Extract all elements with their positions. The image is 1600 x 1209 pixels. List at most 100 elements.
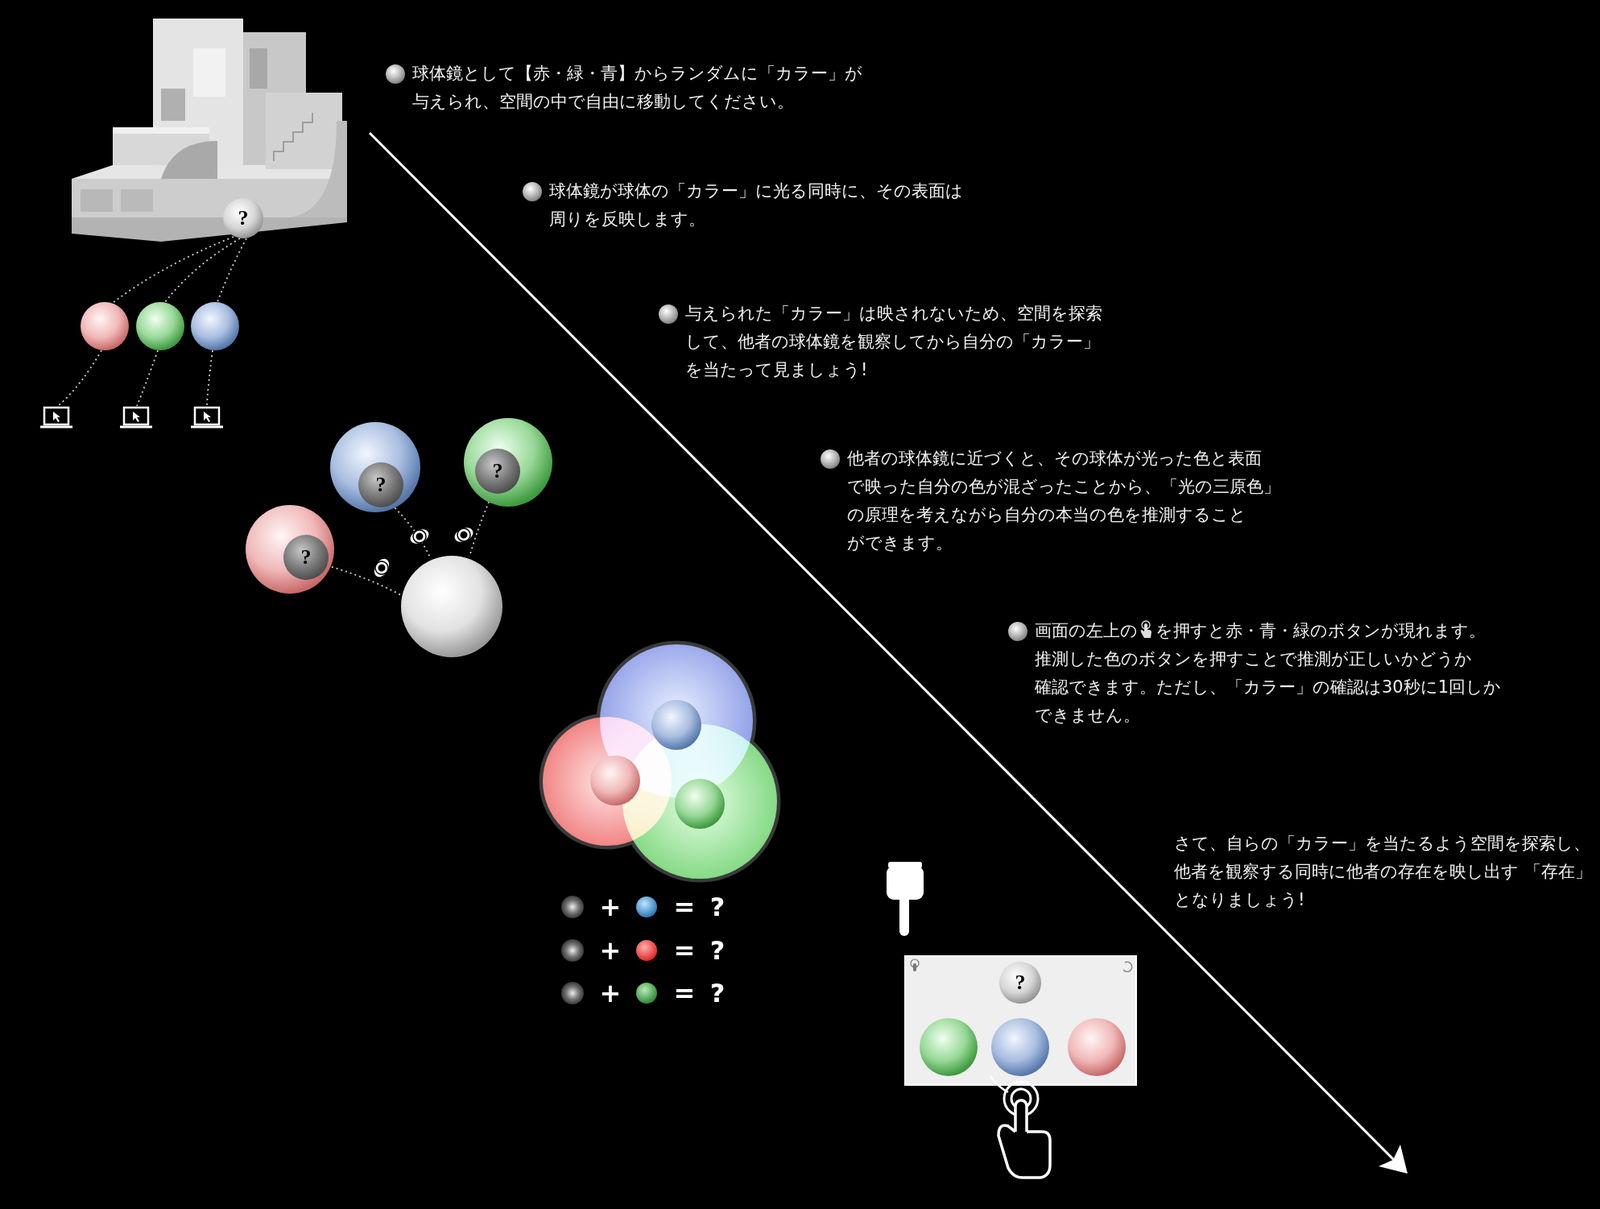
laptop-icon xyxy=(40,425,73,429)
plus-sign: + xyxy=(599,978,622,1008)
laptop-icon xyxy=(132,411,141,422)
laptop-icon xyxy=(190,407,224,427)
bullet-sphere xyxy=(1008,621,1028,641)
mirror-sphere xyxy=(330,421,421,513)
eye-icon xyxy=(452,525,476,546)
eye-icon xyxy=(410,527,428,545)
instruction-text: 画面の左上のを押すと赤・青・緑のボタンが現れます。 推測した色のボタンを押すこと… xyxy=(1034,616,1534,730)
eye-icon xyxy=(454,525,472,543)
color-sphere xyxy=(80,301,129,351)
color-sphere xyxy=(136,301,185,351)
instruction-text: 球体鏡が球体の「カラー」に光る同時に、その表面は 周りを反映します。 xyxy=(549,181,964,229)
equals-sign: = xyxy=(673,978,696,1008)
eye-icon xyxy=(376,562,387,573)
dotted-link xyxy=(57,236,493,596)
hand-icon xyxy=(888,861,922,869)
plus-sign: + xyxy=(599,935,622,965)
laptop-icon xyxy=(119,425,153,429)
bullet-sphere xyxy=(522,181,542,202)
instruction-text: 与えられた「カラー」は映されないため、空間を探索 して、他者の球体鏡を観察してか… xyxy=(685,303,1103,380)
ui-panel xyxy=(905,955,1137,1085)
mirror-sphere xyxy=(463,417,553,507)
laptop-icon xyxy=(124,407,149,425)
question-mark: ? xyxy=(710,978,726,1008)
color-venn xyxy=(541,642,779,881)
eye-icon xyxy=(372,558,391,577)
eye-icon xyxy=(371,556,393,580)
laptop-icon xyxy=(190,425,224,429)
eye-icon xyxy=(414,531,425,542)
flow-arrow xyxy=(369,132,1398,1164)
instruction-text: 球体鏡として【赤・緑・青】からランダムに「カラー」が 与えられ、空間の中で自由に… xyxy=(412,59,896,116)
building-model xyxy=(193,48,226,97)
question-mark: ? xyxy=(238,206,249,230)
question-mark: ? xyxy=(710,892,726,922)
flow-arrow xyxy=(1378,1144,1408,1174)
question-mark: ? xyxy=(710,935,726,965)
instruction-text: 他者の球体鏡に近づくと、その球体が光った色と表面 で映った自分の色が混ざったこと… xyxy=(847,444,1315,558)
dotted-link xyxy=(112,236,234,303)
hand-icon xyxy=(899,893,910,936)
eye-icon xyxy=(408,526,432,547)
instruction-text: 与えられた「カラー」は映されないため、空間を探索 して、他者の球体鏡を観察してか… xyxy=(685,299,1153,385)
laptop-icon xyxy=(53,411,61,422)
instruction-text: 画面の左上の xyxy=(1034,620,1138,641)
eye-icon xyxy=(408,526,432,547)
color-venn xyxy=(590,755,641,806)
bullet-sphere xyxy=(820,449,840,469)
equation-sphere xyxy=(561,981,584,1005)
instruction-text: 球体鏡が球体の「カラー」に光る同時に、その表面は 周りを反映します。 xyxy=(549,177,1017,234)
ui-panel xyxy=(913,963,917,972)
color-sphere xyxy=(80,301,240,351)
building-model xyxy=(249,48,268,89)
building-model xyxy=(112,127,210,134)
building-model xyxy=(161,140,218,179)
question-mark: ? xyxy=(301,545,312,569)
equation-sphere xyxy=(636,939,658,961)
dotted-link xyxy=(206,350,213,406)
bullet-sphere xyxy=(658,304,679,324)
laptop-icon xyxy=(44,407,69,425)
equation-sphere xyxy=(636,982,658,1004)
instruction-text: さて、自らの「カラー」を当たるよう空間を探索し、 他者を観察する同時に他者の存在… xyxy=(1174,829,1595,914)
mirror-sphere xyxy=(401,555,503,658)
dotted-link xyxy=(391,504,431,559)
building-model xyxy=(265,92,343,170)
question-sphere: ? xyxy=(223,198,264,239)
equation-sphere xyxy=(561,895,584,918)
laptop-icon xyxy=(119,407,153,427)
building-model xyxy=(71,178,348,218)
building-model xyxy=(71,18,348,242)
question-sphere: ? xyxy=(999,961,1042,1004)
touch-icon xyxy=(1138,620,1155,640)
question-mark: ? xyxy=(492,459,504,483)
instruction-text: さて、自らの「カラー」を当たるよう空間を探索し、 他者を観察する同時に他者の存在… xyxy=(1174,833,1592,910)
building-model xyxy=(161,88,186,121)
laptop-icon xyxy=(40,407,224,427)
dotted-link xyxy=(217,238,247,302)
question-sphere: ? xyxy=(475,448,521,494)
plus-sign: + xyxy=(599,892,622,922)
building-model xyxy=(273,112,313,162)
equals-sign: = xyxy=(673,935,696,965)
dotted-link xyxy=(469,492,493,557)
ui-panel xyxy=(919,1017,978,1076)
mirror-sphere xyxy=(245,417,553,658)
eye-icon xyxy=(371,556,393,580)
instruction-text: 他者の球体鏡に近づくと、その球体が光った色と表面 で映った自分の色が混ざったこと… xyxy=(847,448,1281,553)
question-mark: ? xyxy=(1015,971,1026,994)
building-model xyxy=(289,120,348,218)
color-venn xyxy=(674,778,725,829)
dotted-link xyxy=(136,350,158,406)
hand-icon xyxy=(998,1124,1051,1178)
laptop-icon xyxy=(194,407,220,425)
color-sphere xyxy=(190,301,240,351)
question-mark: ? xyxy=(376,473,387,497)
bullet-sphere xyxy=(385,64,406,84)
eye-icon xyxy=(458,529,469,540)
ui-panel xyxy=(991,1017,1050,1076)
mirror-sphere xyxy=(245,504,335,594)
question-sphere: ? xyxy=(283,534,329,580)
building-model xyxy=(71,217,348,242)
